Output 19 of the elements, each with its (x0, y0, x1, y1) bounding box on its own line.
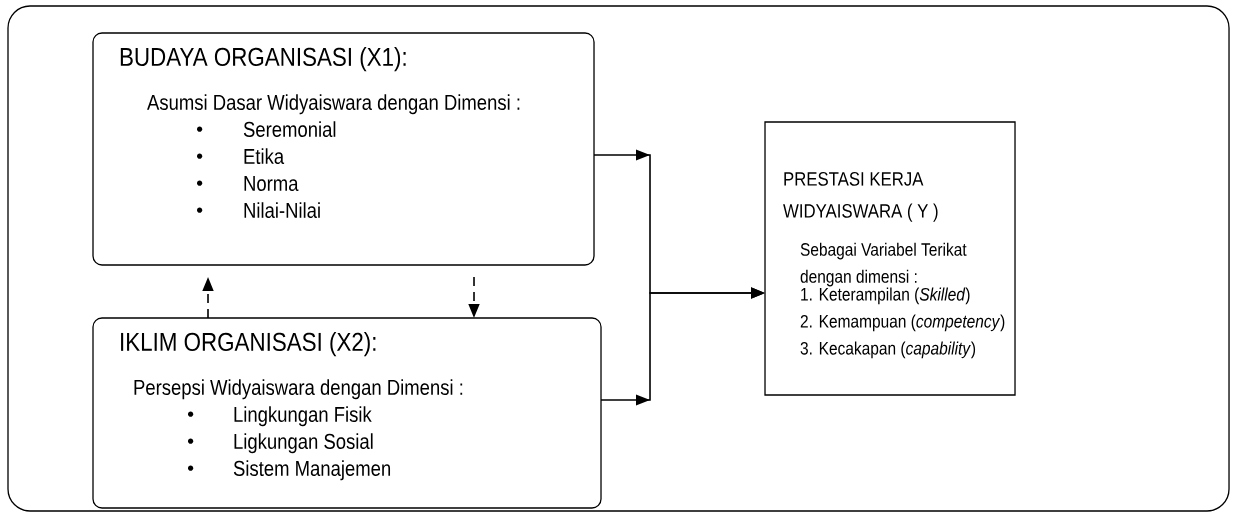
list-item: Etika (244, 148, 285, 164)
heading: IKLIM ORGANISASI (X2): (121, 332, 376, 357)
heading: PRESTASI KERJA WIDYAISWARA ( Y ) (783, 172, 938, 222)
heading: BUDAYA ORGANISASI (X1): (120, 47, 406, 72)
list-item: Sistem Manajemen (233, 460, 390, 481)
list-item: 3. Kecakapan (capability) (800, 341, 976, 359)
list-item: 1. Keterampilan (Skilled) (801, 287, 970, 305)
description: Sebagai Variabel Terikat dengan dimensi : (800, 242, 967, 287)
list-item: Lingkungan Fisik (234, 406, 372, 427)
description: Asumsi Dasar Widyaiswara dengan Dimensi : (147, 94, 520, 115)
text-box (764, 121, 1016, 396)
list-item: 2. Kemampuan (competency) (800, 314, 1005, 332)
list-item: Ligkungan Sosial (234, 433, 373, 454)
list-item: Nilai-Nilai (244, 202, 320, 218)
text-box (92, 32, 595, 266)
list-item: Seremonial (243, 121, 336, 137)
description: Persepsi Widyaiswara dengan Dimensi : (134, 379, 463, 400)
list-item: Norma (244, 176, 299, 191)
text-box (92, 317, 602, 509)
